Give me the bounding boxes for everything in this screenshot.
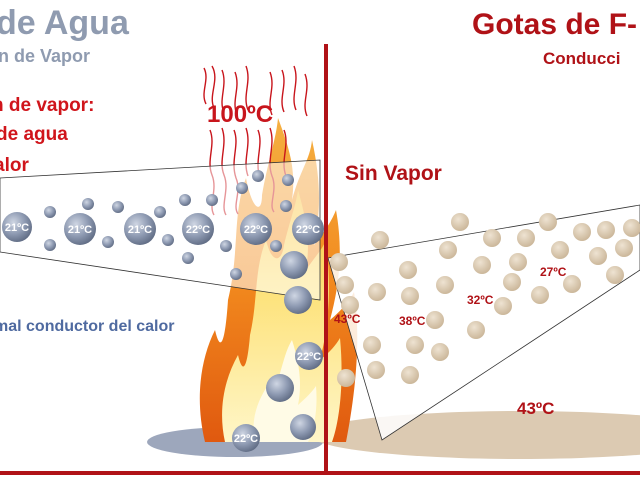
tan-drop: [623, 219, 640, 237]
tan-drop-temp-label: 27ºC: [540, 265, 567, 279]
gray-drop: [206, 194, 218, 206]
tan-drop: [551, 241, 569, 259]
gray-drop: [64, 213, 96, 245]
tan-drop: [573, 223, 591, 241]
tan-drop-temp-label: 32ºC: [467, 293, 494, 307]
gray-drop: [112, 201, 124, 213]
tan-drop: [494, 297, 512, 315]
gray-drop: [220, 240, 232, 252]
tan-drop: [368, 283, 386, 301]
gray-drop: [44, 206, 56, 218]
gray-drop: [295, 342, 323, 370]
right-title: Gotas de F-: [472, 8, 638, 41]
tan-drop: [401, 287, 419, 305]
drop-temp-label: 22ºC: [244, 224, 268, 236]
gray-drop: [82, 198, 94, 210]
tan-drop: [330, 253, 348, 271]
drop-temp-label: 22ºC: [234, 433, 258, 445]
left-title: de Agua: [0, 4, 129, 42]
tan-drop: [473, 256, 491, 274]
tan-drop: [337, 369, 355, 387]
gray-drop: [290, 414, 316, 440]
drop-temp-label: 22ºC: [186, 224, 210, 236]
gray-drop: [240, 213, 272, 245]
tan-drop: [401, 366, 419, 384]
tan-drop: [451, 213, 469, 231]
drop-temp-label: 22ºC: [296, 224, 320, 236]
tan-drop: [517, 229, 535, 247]
gray-drop: [280, 251, 308, 279]
gray-drop: [230, 268, 242, 280]
gray-drop: [280, 200, 292, 212]
tan-drop: [436, 276, 454, 294]
right-shadow-ellipse: [310, 411, 640, 459]
tan-drop: [483, 229, 501, 247]
drop-temp-label: 21ºC: [5, 222, 29, 234]
drop-temp-label: 22ºC: [297, 351, 321, 363]
gray-drop: [154, 206, 166, 218]
poor-conductor-label: mal conductor del calor: [0, 318, 175, 335]
tan-drop-temp-label: 43ºC: [334, 312, 361, 326]
tan-drop: [336, 276, 354, 294]
gray-drop: [44, 239, 56, 251]
gray-drop: [284, 286, 312, 314]
tan-drop: [503, 273, 521, 291]
steam-text-line: n de vapor:: [0, 95, 95, 116]
tan-drop: [399, 261, 417, 279]
right-subtitle: Conducci: [543, 49, 621, 68]
gray-drop: [232, 424, 260, 452]
tan-drop: [467, 321, 485, 339]
no-vapor-label: Sin Vapor: [345, 162, 442, 185]
surface-temperature: 43ºC: [517, 399, 555, 418]
tan-drop: [341, 296, 359, 314]
tan-drop: [597, 221, 615, 239]
left-beam: [0, 159, 321, 301]
tan-drop: [367, 361, 385, 379]
gray-drop: [102, 236, 114, 248]
gray-drop: [182, 213, 214, 245]
tan-drops: [330, 213, 640, 387]
left-subtitle: n de Vapor: [0, 46, 91, 66]
tan-drop-temp-label: 38ºC: [399, 314, 426, 328]
tan-drop: [371, 231, 389, 249]
drop-temp-label: 21ºC: [68, 224, 92, 236]
gray-drop: [266, 374, 294, 402]
gray-drop: [252, 170, 264, 182]
tan-drop: [615, 239, 633, 257]
gray-drops: [2, 170, 324, 452]
tan-drop: [431, 343, 449, 361]
gray-drop: [162, 234, 174, 246]
gray-drop: [270, 240, 282, 252]
tan-drop: [539, 213, 557, 231]
steam-text-line: alor: [0, 155, 29, 176]
tan-drop: [563, 275, 581, 293]
gray-drop: [2, 212, 32, 242]
steam-temperature: 100ºC: [207, 101, 274, 128]
gray-drop: [124, 213, 156, 245]
tan-drop: [589, 247, 607, 265]
tan-drop: [426, 311, 444, 329]
tan-drop: [606, 266, 624, 284]
gray-drop: [292, 213, 324, 245]
drop-temp-label: 21ºC: [128, 224, 152, 236]
tan-drop: [363, 336, 381, 354]
steam-text-line: de agua: [0, 124, 68, 145]
tan-drop: [439, 241, 457, 259]
gray-drop: [179, 194, 191, 206]
tan-drop: [509, 253, 527, 271]
gray-drop: [282, 174, 294, 186]
tan-drop: [406, 336, 424, 354]
gray-drop: [236, 182, 248, 194]
gray-drop: [182, 252, 194, 264]
tan-drop: [531, 286, 549, 304]
